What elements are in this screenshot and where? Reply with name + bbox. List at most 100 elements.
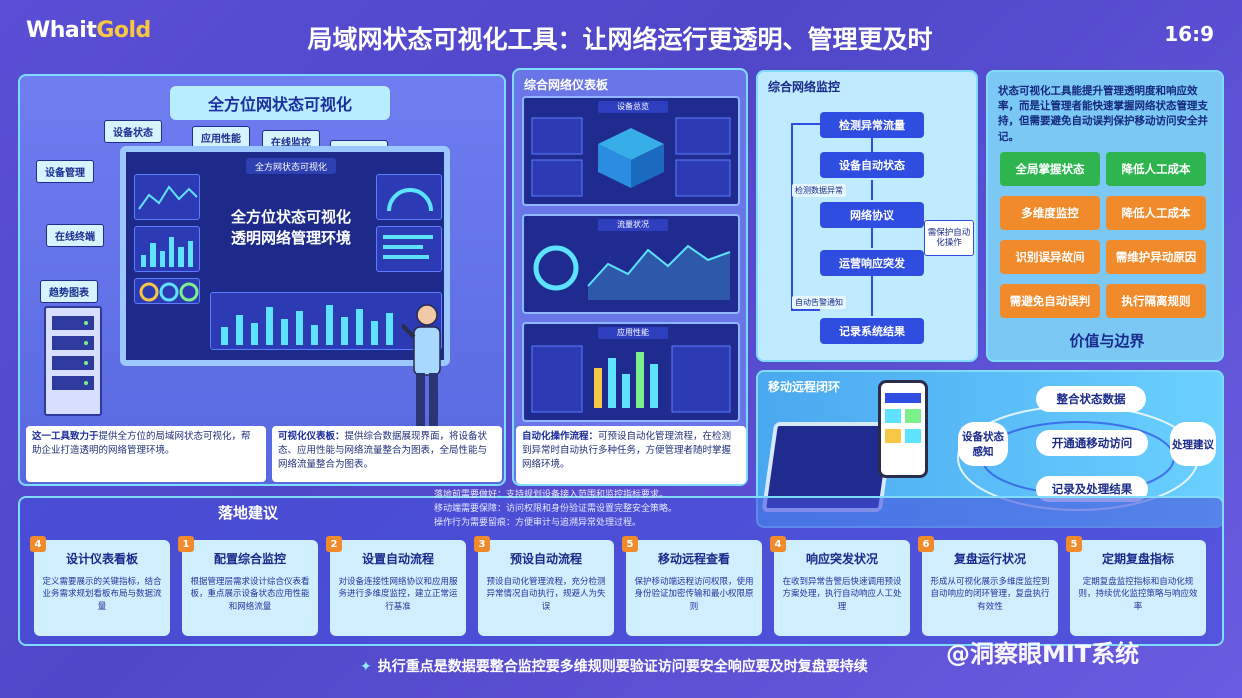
- values-panel: 状态可视化工具能提升管理透明度和响应效率，而是让管理者能快速掌握网络状态管理支持…: [986, 70, 1224, 362]
- logo: WhaitGold: [26, 18, 151, 43]
- dashboard-title: 综合网络仪表板: [524, 78, 609, 92]
- step-card: 6 复盘运行状况 形成从可视化展示多维度监控到自动响应的闭环管理，复盘执行有效性: [918, 536, 1058, 636]
- dash-head-device: 设备总览: [598, 101, 668, 113]
- aspect-ratio-label: 16:9: [1164, 22, 1214, 46]
- device-overview-graphic: [531, 117, 731, 197]
- screen-mini-donuts: [134, 278, 200, 304]
- step-body: 保护移动端远程访问权限，使用身份验证加密传输和最小权限原则: [634, 577, 754, 612]
- big-screen-dashboard: 全方网状态可视化 全方位状态可视化 透明网络管理环境: [120, 146, 450, 366]
- screen-mini-chart-line: [134, 174, 200, 220]
- flow-step-5: 记录系统结果: [820, 318, 924, 344]
- screen-line-2: 透明网络管理环境: [230, 229, 351, 247]
- bottom-note-3: 操作行为需要留痕：方便审计与追溯异常处理过程。: [434, 517, 642, 528]
- bottom-note-1: 落地前需要做好：支持规划设备接入范围和监控指标要求。: [434, 490, 669, 500]
- step-number: 4: [770, 536, 786, 552]
- left-desc-head: 这一工具致力于: [32, 431, 99, 442]
- step-title: 移动远程查看: [657, 552, 730, 566]
- step-card: 1 配置综合监控 根据管理层需求设计综合仪表看板，重点展示设备状态应用性能和网络…: [178, 536, 318, 636]
- step-title: 复盘运行状况: [953, 552, 1026, 566]
- donut-chart-icon: [139, 282, 199, 302]
- footer-summary: ✦ 执行重点是数据要整合监控要多维规则要验证访问要安全响应要及时复盘要持续: [360, 656, 868, 676]
- tag-device-status: 设备状态: [104, 120, 162, 143]
- mid-desc-body: 提供综合数据展现界面，将设备状态、应用性能与网络流量整合为图表，全局性能与网络流…: [278, 431, 488, 470]
- step-title: 设计仪表看板: [65, 552, 138, 566]
- left-description: 这一工具致力于提供全方位的局域网状态可视化，帮助企业打造透明的网络管理环境。: [26, 426, 266, 482]
- flow-note-1: 检测数据异常: [792, 184, 846, 197]
- step-title: 定期复盘指标: [1101, 552, 1174, 566]
- value-btn-avoid: 需避免自动误判: [1000, 284, 1100, 318]
- dash-head-app: 应用性能: [598, 327, 668, 339]
- mid-desc-head: 可视化仪表板：: [278, 431, 345, 442]
- step-body: 定义需要展示的关键指标，结合业务需求规划看板布局与数据流量: [42, 577, 162, 612]
- flow-note-2: 自动告警通知: [792, 296, 846, 309]
- left-desc-body: 提供全方位的局域网状态可视化，帮助企业打造透明的网络管理环境。: [32, 431, 251, 456]
- dash-desc-head: 自动化操作流程：: [522, 431, 599, 442]
- side-tag-device-mgmt: 设备管理: [36, 160, 94, 183]
- mobile-center-oval: 开通通移动访问: [1036, 430, 1148, 456]
- step-card: 5 定期复盘指标 定期复盘监控指标和自动化规则，持续优化监控策略与响应效率: [1066, 536, 1206, 636]
- phone-icon: [878, 380, 928, 478]
- value-btn-cost-1: 降低人工成本: [1106, 152, 1206, 186]
- side-tag-online-terminal: 在线终端: [46, 224, 104, 247]
- flow-panel: 综合网络监控 检测异常流量 设备自动状态 检测数据异常 网络协议 运营响应突发 …: [756, 70, 978, 362]
- step-card: 4 设计仪表看板 定义需要展示的关键指标，结合业务需求规划看板布局与数据流量: [30, 536, 170, 636]
- value-btn-global: 全局掌握状态: [1000, 152, 1100, 186]
- dashboard-device-overview: 设备总览: [522, 96, 740, 206]
- side-tag-trend-chart: 趋势图表: [40, 280, 98, 303]
- watermark: @洞察眼MIT系统: [946, 640, 1140, 668]
- footer-text: 执行重点是数据要整合监控要多维规则要验证访问要安全响应要及时复盘要持续: [377, 659, 868, 675]
- step-title: 设置自动流程: [361, 552, 434, 566]
- sparkle-icon: ✦: [360, 659, 372, 675]
- server-rack-icon: [44, 306, 102, 416]
- step-number: 3: [474, 536, 490, 552]
- mid-description: 可视化仪表板：提供综合数据展现界面，将设备状态、应用性能与网络流量整合为图表，全…: [272, 426, 502, 482]
- app-performance-graphic: [531, 345, 731, 413]
- step-card: 4 响应突发状况 在收到异常告警后快速调用预设方案处理，执行自动响应人工处理: [770, 536, 910, 636]
- dash-head-traffic: 流量状况: [598, 219, 668, 231]
- line-chart-icon: [138, 185, 198, 210]
- bottom-note-2: 移动端需要保障：访问权限和身份验证需设置完整安全策略。: [434, 503, 678, 514]
- screen-line-1: 全方位状态可视化: [230, 208, 351, 226]
- value-btn-maintain: 需维护异动原因: [1106, 240, 1206, 274]
- mobile-right-oval: 处理建议: [1170, 422, 1216, 466]
- step-number: 1: [178, 536, 194, 552]
- dashboard-traffic: 流量状况: [522, 214, 740, 314]
- step-title: 响应突发状况: [805, 552, 878, 566]
- value-btn-isolate: 执行隔离规则: [1106, 284, 1206, 318]
- flow-step-4: 运营响应突发: [820, 250, 924, 276]
- logo-gold: Gold: [96, 18, 151, 43]
- step-body: 根据管理层需求设计综合仪表看板，重点展示设备状态应用性能和网络流量: [190, 577, 310, 612]
- step-card: 3 预设自动流程 预设自动化管理流程，充分检测异常情况自动执行，规避人为失误: [474, 536, 614, 636]
- screen-bottom-bars: [210, 292, 442, 350]
- step-card: 2 设置自动流程 对设备连接性网络协议和应用服务进行多维度监控，建立正常运行基准: [326, 536, 466, 636]
- screen-center-text: 全方位状态可视化 透明网络管理环境: [206, 207, 376, 249]
- dash-desc-body: 可预设自动化管理流程，在检测到异常时自动执行多种任务，方便管理者随时掌握网络环境…: [522, 431, 732, 470]
- values-title: 价值与边界: [1069, 332, 1145, 350]
- mobile-left-oval: 设备状态感知: [958, 422, 1008, 466]
- logo-white: Whait: [26, 18, 97, 43]
- phone-screen-icon: [885, 393, 921, 443]
- value-btn-multidim: 多维度监控: [1000, 196, 1100, 230]
- screen-mini-list: [376, 226, 442, 272]
- bottom-title: 落地建议: [218, 504, 279, 522]
- bottom-notes: 落地前需要做好：支持规划设备接入范围和监控指标要求。 移动端需要保障：访问权限和…: [434, 489, 774, 531]
- step-body: 预设自动化管理流程，充分检测异常情况自动执行，规避人为失误: [486, 577, 606, 612]
- mobile-top-oval: 整合状态数据: [1036, 386, 1146, 412]
- dashboard-description: 自动化操作流程：可预设自动化管理流程，在检测到异常时自动执行多种任务，方便管理者…: [516, 426, 746, 484]
- screen-mini-bars: [134, 226, 200, 272]
- step-card: 5 移动远程查看 保护移动端远程访问权限，使用身份验证加密传输和最小权限原则: [622, 536, 762, 636]
- left-banner: 全方位网状态可视化: [170, 86, 390, 120]
- step-title: 预设自动流程: [509, 552, 582, 566]
- flow-step-3: 网络协议: [820, 202, 924, 228]
- traffic-graphic: [533, 244, 731, 300]
- value-btn-identify: 识别误异故间: [1000, 240, 1100, 274]
- step-body: 形成从可视化展示多维度监控到自动响应的闭环管理，复盘执行有效性: [930, 577, 1050, 612]
- flow-step-1: 检测异常流量: [820, 112, 924, 138]
- step-body: 对设备连接性网络协议和应用服务进行多维度监控，建立正常运行基准: [338, 577, 458, 612]
- flow-step-2: 设备自动状态: [820, 152, 924, 178]
- flow-side-note: 需保护自动化操作: [924, 220, 974, 256]
- left-illustration-panel: 全方位网状态可视化 设备状态 应用性能 在线监控 网络流量 设备管理 在线终端 …: [18, 74, 506, 486]
- dashboard-app-performance: 应用性能: [522, 322, 740, 422]
- screen-header: 全方网状态可视化: [246, 158, 336, 174]
- page-title: 局域网状态可视化工具：让网络运行更透明、管理更及时: [307, 25, 933, 54]
